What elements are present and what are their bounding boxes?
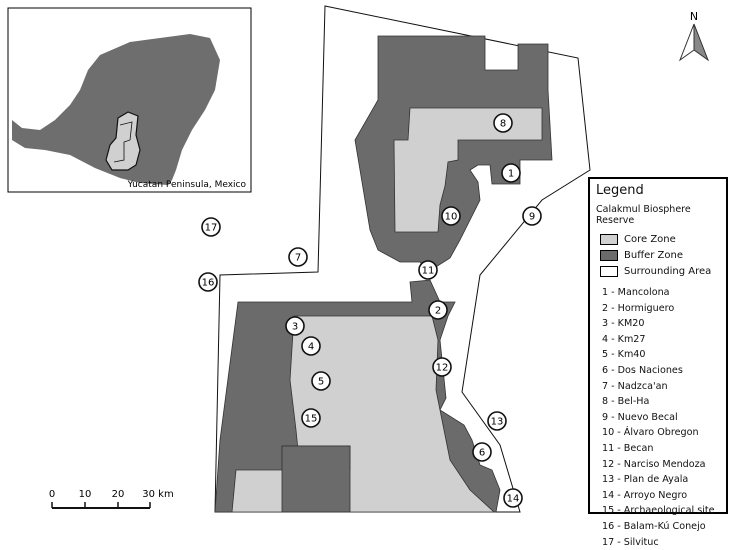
site-marker-label: 7: [295, 253, 301, 264]
scale-label: 0: [49, 489, 55, 500]
site-marker-9: 9: [523, 207, 541, 225]
legend-site-item: 4 - Km27: [602, 332, 720, 348]
site-marker-label: 9: [529, 212, 535, 223]
site-marker-label: 8: [500, 119, 506, 130]
legend-subtitle: Calakmul Biosphere Reserve: [596, 204, 720, 226]
legend-site-item: 13 - Plan de Ayala: [602, 472, 720, 488]
legend-site-item: 12 - Narciso Mendoza: [602, 457, 720, 473]
legend-site-item: 9 - Nuevo Becal: [602, 410, 720, 426]
site-marker-label: 12: [436, 363, 449, 374]
site-marker-7: 7: [289, 248, 307, 266]
site-marker-6: 6: [473, 443, 491, 461]
site-marker-label: 16: [202, 278, 215, 289]
legend-site-item: 8 - Bel-Ha: [602, 394, 720, 410]
site-marker-label: 4: [308, 342, 314, 353]
site-marker-11: 11: [419, 261, 437, 279]
site-marker-10: 10: [442, 207, 460, 225]
legend-site-item: 10 - Álvaro Obregon: [602, 425, 720, 441]
legend-zone-label: Surrounding Area: [624, 266, 711, 277]
north-label: N: [690, 10, 698, 23]
site-marker-label: 13: [491, 417, 504, 428]
site-marker-17: 17: [202, 218, 220, 236]
site-marker-4: 4: [302, 337, 320, 355]
legend-zone-core: Core Zone: [600, 231, 720, 247]
legend-zone-buffer: Buffer Zone: [600, 247, 720, 263]
surrounding-area-swatch: [600, 266, 618, 277]
site-marker-13: 13: [488, 412, 506, 430]
legend-site-item: 3 - KM20: [602, 316, 720, 332]
site-marker-14: 14: [504, 489, 522, 507]
site-marker-16: 16: [199, 273, 217, 291]
legend-site-item: 7 - Nadzca'an: [602, 379, 720, 395]
legend-site-item: 17 - Silvituc: [602, 535, 720, 550]
buffer-zone-enclave: [282, 446, 350, 512]
site-marker-label: 17: [205, 223, 218, 234]
site-marker-label: 3: [292, 322, 298, 333]
core-zone-swatch: [600, 234, 618, 245]
north-arrow-shade: [694, 24, 708, 60]
site-marker-5: 5: [312, 372, 330, 390]
site-marker-15: 15: [302, 409, 320, 427]
site-marker-label: 6: [479, 448, 485, 459]
legend-site-item: 5 - Km40: [602, 347, 720, 363]
site-marker-label: 11: [422, 266, 435, 277]
inset-label: Yucatan Peninsula, Mexico: [127, 180, 247, 190]
site-marker-1: 1: [502, 164, 520, 182]
buffer-zone-swatch: [600, 250, 618, 261]
scale-bar: 0 10 20 30 km: [49, 489, 174, 508]
site-marker-label: 2: [435, 306, 441, 317]
north-arrow-icon: [680, 24, 694, 60]
site-marker-3: 3: [286, 317, 304, 335]
legend-site-item: 15 - Archaeological site: [602, 503, 720, 519]
site-marker-label: 14: [507, 494, 520, 505]
legend-site-list: 1 - Mancolona 2 - Hormiguero 3 - KM20 4 …: [596, 285, 720, 550]
scale-label: 10: [79, 489, 92, 500]
inset-map: Yucatan Peninsula, Mexico: [8, 8, 251, 192]
site-marker-label: 15: [305, 414, 318, 425]
legend-zone-surrounding: Surrounding Area: [600, 263, 720, 279]
legend-site-item: 2 - Hormiguero: [602, 301, 720, 317]
legend-site-item: 14 - Arroyo Negro: [602, 488, 720, 504]
legend-site-item: 1 - Mancolona: [602, 285, 720, 301]
north-arrow: N: [680, 10, 708, 60]
site-marker-12: 12: [433, 358, 451, 376]
legend: Legend Calakmul Biosphere Reserve Core Z…: [588, 177, 728, 514]
legend-zone-label: Core Zone: [624, 234, 676, 245]
legend-site-item: 11 - Becan: [602, 441, 720, 457]
site-marker-8: 8: [494, 114, 512, 132]
scale-label: 20: [112, 489, 125, 500]
site-marker-label: 10: [445, 212, 458, 223]
legend-zone-label: Buffer Zone: [624, 250, 683, 261]
scale-label: 30 km: [142, 489, 173, 500]
legend-site-item: 6 - Dos Naciones: [602, 363, 720, 379]
site-marker-2: 2: [429, 301, 447, 319]
site-marker-label: 5: [318, 377, 324, 388]
legend-site-item: 16 - Balam-Kú Conejo: [602, 519, 720, 535]
site-marker-label: 1: [508, 169, 514, 180]
legend-title: Legend: [596, 183, 720, 198]
